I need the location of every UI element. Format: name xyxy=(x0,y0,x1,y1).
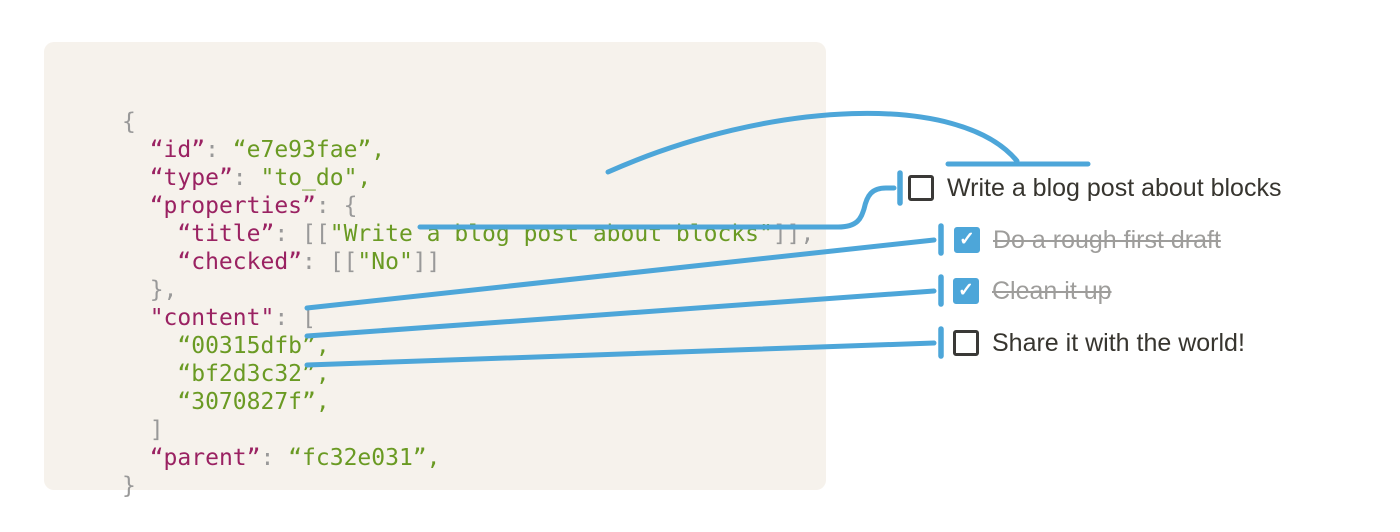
checkbox-unchecked[interactable]: ✓ xyxy=(953,330,979,356)
todo-item-parent: ✓ Write a blog post about blocks xyxy=(908,175,1281,201)
checkmark-icon: ✓ xyxy=(959,228,975,250)
checkbox-checked[interactable]: ✓ xyxy=(954,227,980,253)
todo-item-child-3: ✓ Share it with the world! xyxy=(953,330,1245,356)
todo-item-child-2: ✓ Clean it up xyxy=(953,278,1112,304)
todo-item-child-1: ✓ Do a rough first draft xyxy=(954,227,1221,253)
todo-label: Share it with the world! xyxy=(992,329,1245,357)
checkbox-checked[interactable]: ✓ xyxy=(953,278,979,304)
todo-label: Clean it up xyxy=(992,277,1112,305)
checkbox-unchecked[interactable]: ✓ xyxy=(908,175,934,201)
json-code: { “id”: “e7e93fae”, “type”: "to_do", “pr… xyxy=(122,109,815,499)
todo-label: Do a rough first draft xyxy=(993,226,1221,254)
checkmark-icon: ✓ xyxy=(958,279,974,301)
todo-label: Write a blog post about blocks xyxy=(947,174,1282,202)
json-code-panel: { “id”: “e7e93fae”, “type”: "to_do", “pr… xyxy=(44,42,826,499)
